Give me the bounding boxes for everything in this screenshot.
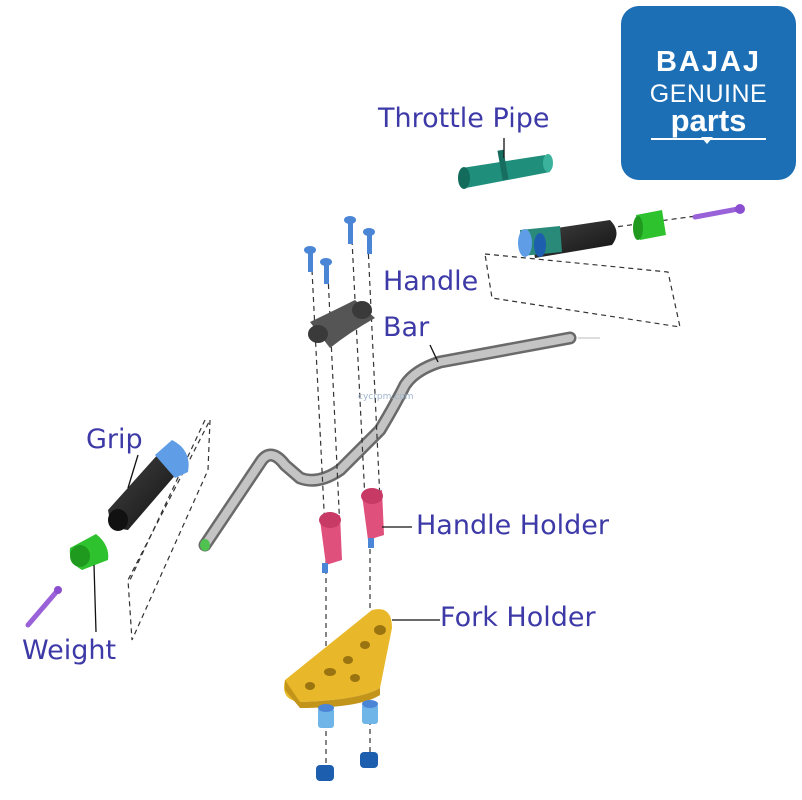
handle-holder-part [319, 488, 384, 573]
label-bar: Bar [383, 312, 430, 343]
top-clamp-part [308, 300, 375, 348]
label-weight: Weight [22, 635, 117, 666]
right-bolt-part [692, 204, 745, 220]
leader-lines [127, 138, 505, 621]
left-weight-part [69, 534, 109, 633]
right-weight-part [633, 210, 666, 240]
handlebar-part [198, 331, 600, 552]
left-grip-part [108, 440, 189, 531]
logo-brand: BAJAJ [655, 46, 762, 78]
right-grip-part [518, 220, 617, 258]
throttle-pipe-part [458, 149, 553, 189]
clamp-screws [304, 216, 375, 284]
fork-holder-part [284, 609, 392, 708]
logo-arrow-icon [701, 137, 713, 144]
logo-parts: parts [670, 103, 747, 138]
label-fork-holder: Fork Holder [440, 602, 596, 633]
guide-box-left [127, 419, 211, 641]
lower-bushings [316, 700, 378, 781]
label-handle-holder: Handle Holder [416, 510, 609, 541]
left-bolt-part [25, 586, 62, 628]
logo-genuine: GENUINE [649, 80, 768, 108]
label-grip: Grip [86, 424, 143, 455]
label-throttle-pipe: Throttle Pipe [378, 103, 550, 134]
label-handle: Handle [383, 266, 479, 297]
guide-box-right [484, 253, 681, 328]
watermark: cycrpm.com [358, 392, 414, 402]
bajaj-genuine-parts-logo: BAJAJ GENUINE parts [621, 6, 796, 180]
